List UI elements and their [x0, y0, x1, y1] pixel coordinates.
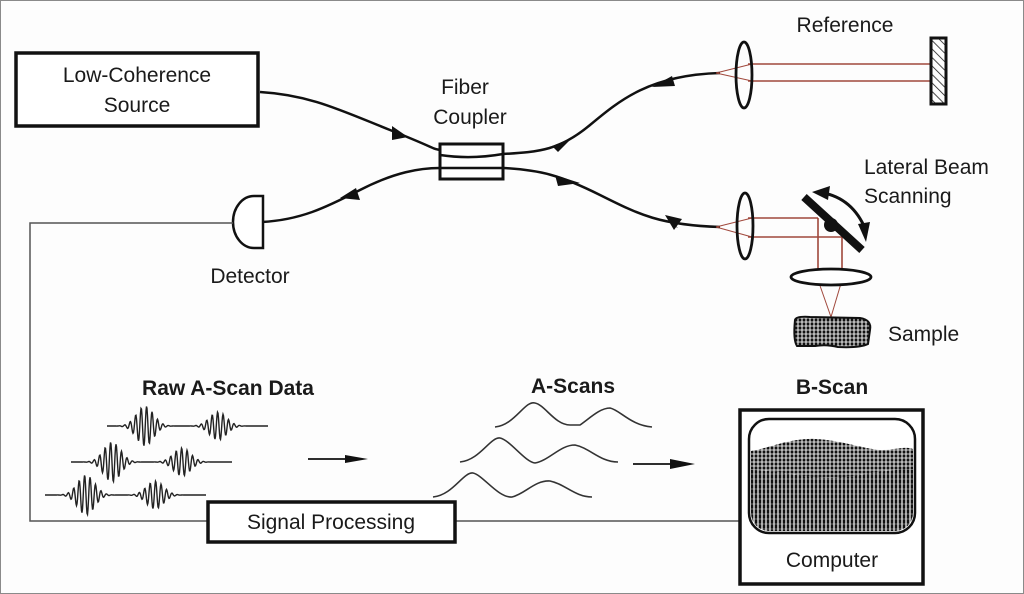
arrow-icon — [345, 455, 368, 463]
mirror-icon — [929, 36, 948, 106]
reference-arm: Reference — [715, 14, 948, 110]
sample-label: Sample — [888, 323, 959, 346]
fiber-coupler-to-sample — [502, 166, 721, 229]
signal-wire — [29, 222, 742, 522]
coupler-label-line1: Fiber — [441, 76, 489, 99]
arrow-icon — [652, 76, 675, 87]
scanner-label-line1: Lateral Beam — [864, 156, 989, 179]
detector-label: Detector — [210, 265, 289, 288]
reference-label: Reference — [797, 14, 894, 37]
source-label-line1: Low-Coherence — [63, 64, 211, 87]
fiber-coupler-to-detector — [261, 166, 441, 224]
arrow-icon — [555, 175, 580, 186]
ascan-trace — [494, 402, 653, 428]
raw-ascan-label: Raw A-Scan Data — [142, 377, 314, 400]
signal-processing-label: Signal Processing — [247, 511, 415, 534]
coupler-label-line2: Coupler — [433, 106, 507, 129]
sample-icon — [793, 315, 872, 349]
lens-icon — [789, 267, 873, 287]
fiber-source-to-coupler — [259, 90, 441, 152]
signal-processing: Signal Processing — [206, 500, 457, 544]
bscan-label: B-Scan — [796, 376, 868, 399]
raw-ascan-trace — [71, 442, 232, 485]
fiber-coupler: Fiber Coupler — [433, 76, 507, 181]
detector-icon — [231, 194, 265, 250]
computer-label: Computer — [786, 549, 878, 572]
arrow-icon — [665, 215, 682, 230]
sample-arm: Lateral Beam Scanning Sample — [715, 156, 989, 349]
low-coherence-source: Low-Coherence Source — [14, 51, 260, 128]
scanning-mirror-icon — [801, 186, 870, 253]
arrow-icon — [552, 138, 572, 152]
arrow-icon — [670, 459, 695, 469]
detector: Detector — [210, 194, 290, 288]
ascans-label: A-Scans — [531, 375, 615, 398]
lens-icon — [735, 191, 755, 261]
fiber-coupler-to-reference — [502, 71, 721, 156]
ascan-trace — [432, 472, 593, 498]
raw-ascan-data: Raw A-Scan Data — [45, 377, 314, 518]
raw-ascan-trace — [107, 406, 268, 446]
ascan-trace — [459, 437, 619, 464]
arrow-icon — [392, 126, 408, 140]
raw-ascan-waveforms — [45, 406, 268, 518]
scanner-label-line2: Scanning — [864, 185, 952, 208]
source-label-line2: Source — [104, 94, 171, 117]
arrow-icon — [340, 188, 360, 200]
bscan-lower-layer — [751, 469, 913, 531]
computer: B-Scan Computer — [738, 376, 925, 586]
ascans: A-Scans — [432, 375, 653, 498]
lens-icon — [734, 40, 754, 110]
bscan-upper-layer — [751, 438, 913, 478]
raw-ascan-trace — [45, 475, 206, 518]
